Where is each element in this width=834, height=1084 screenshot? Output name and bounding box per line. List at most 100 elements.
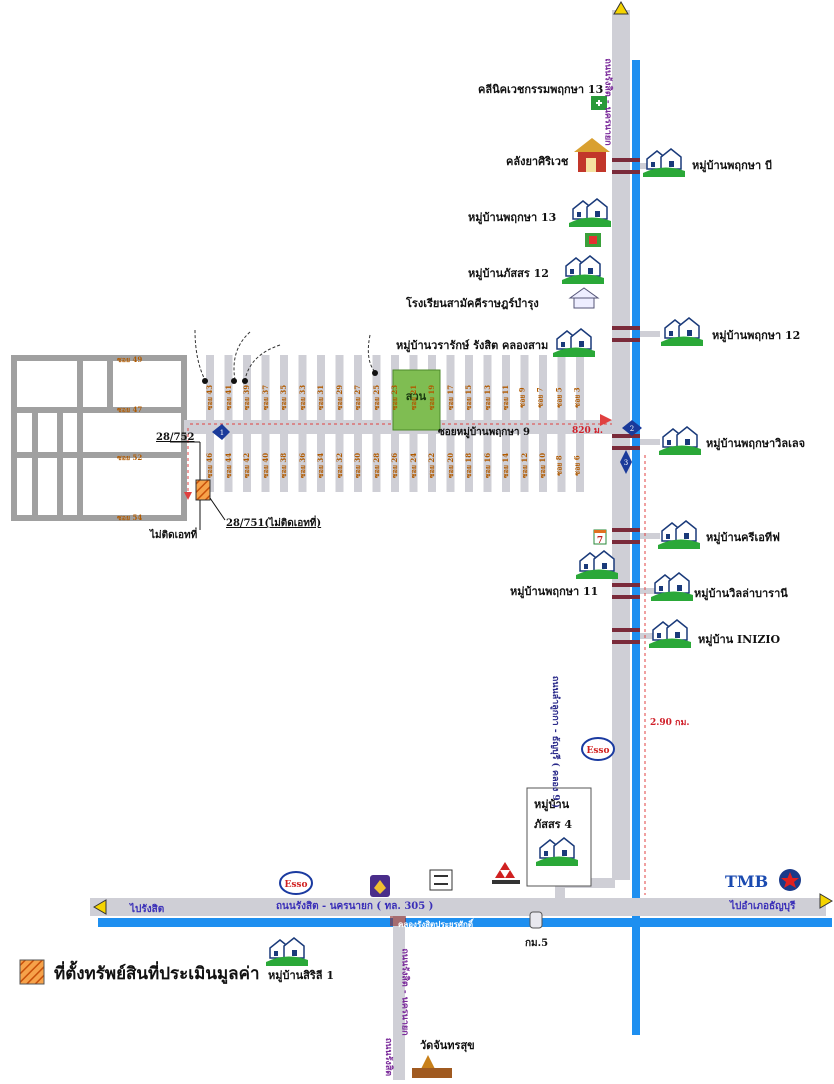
label-village-pruksa13: หมู่บ้านพฤกษา 13 (468, 211, 557, 224)
soi-top-label: ซอย 15 (464, 384, 474, 411)
park (392, 369, 441, 431)
svg-text:Esso: Esso (285, 880, 308, 890)
label-village-warak: หมู่บ้านวรารักษ์ รังสิต คลองสาม (396, 339, 549, 352)
svg-text:7: 7 (597, 536, 603, 546)
seven-eleven-icon: 7 (593, 529, 607, 546)
esso-logo-upper: Esso (581, 737, 615, 761)
direction-left: ไปรังสิต (130, 904, 165, 915)
soi-bottom-label: ซอย 16 (482, 452, 492, 479)
vertical-road-label-upper: ถนนรังสิต - นครนายก (602, 58, 613, 146)
esso-logo-main-road: Esso (279, 871, 313, 895)
soi-bottom-label: ซอย 30 (353, 452, 363, 479)
soi-top-label: ซอย 3 (572, 387, 582, 408)
marker-1: 1 (212, 424, 230, 440)
label-plot-b: 28/751(ไม่ติดเอทที่) (226, 518, 322, 529)
canal-label: คลองรังสิตประยูรศักดิ์ (398, 919, 474, 929)
main-canal (98, 918, 832, 927)
label-village-phatsorn12: หมู่บ้านภัสสร 12 (468, 267, 549, 280)
phatsorn4-box (526, 787, 592, 887)
temple-icon (412, 1055, 452, 1078)
label-plot-a: 28/752 (156, 432, 195, 443)
soi-bottom-label: ซอย 14 (501, 452, 511, 479)
km5-marker (529, 911, 543, 929)
svg-text:สวน: สวน (406, 390, 427, 403)
soi-top-label: ซอย 23 (390, 384, 400, 411)
soi-top-label: ซอย 27 (353, 384, 363, 411)
soi-top-label: ซอย 9 (517, 387, 527, 408)
kbank-icon (429, 869, 453, 891)
soi-top-label: ซอย 33 (297, 384, 307, 411)
label-village-crealife: หมู่บ้านครีเอทีฟ (706, 531, 780, 544)
label-km5: กม.5 (525, 938, 549, 949)
label-no-attach: ไม่ติดเอทที่ (150, 530, 198, 541)
soi-bottom-label: ซอย 22 (427, 452, 437, 479)
soi-bottom-label: ซอย 46 (205, 452, 215, 479)
left-block-grid (11, 355, 187, 521)
lower-road-label-2: ถนนรังสิต (383, 1037, 394, 1077)
soi-bottom-label: ซอย 40 (260, 452, 270, 479)
label-village-pruksa-b: หมู่บ้านพฤกษา บี (692, 159, 772, 172)
svg-text:2: 2 (630, 425, 634, 433)
soi-bottom-label: ซอย 28 (371, 452, 381, 479)
pharmacy-icon (574, 138, 610, 172)
tmb-logo: TMB (725, 872, 768, 891)
label-village-pruksa12: หมู่บ้านพฤกษา 12 (712, 329, 801, 342)
school-icon (568, 287, 600, 309)
marker-2: 2 (622, 420, 642, 436)
soi-top-label: ซอย 39 (242, 384, 252, 411)
soi-top-label: ซอย 31 (316, 384, 326, 411)
label-school: โรงเรียนสามัคคีราษฎร์บำรุง (406, 297, 539, 310)
label-village-inizio: หมู่บ้าน INIZIO (698, 633, 781, 646)
main-road (90, 898, 826, 916)
scb-bank-icon (370, 875, 390, 897)
soi-bottom-label: ซอย 34 (316, 452, 326, 479)
vertical-road-label: ถนนลำลูกกา - ธัญบุรี ( คลอง 9 ) (550, 675, 561, 809)
svg-text:3: 3 (624, 459, 628, 467)
soi-top-label: ซอย 11 (501, 384, 511, 411)
label-village-villa: หมู่บ้านวิลล่าบารานี (694, 587, 788, 600)
property-location-marker (195, 479, 211, 501)
soi-bottom-label: ซอย 32 (334, 452, 344, 479)
soi-top-label: ซอย 41 (223, 384, 233, 411)
soi-top-label: ซอย 35 (279, 384, 289, 411)
soi-top-label: ซอย 21 (408, 384, 418, 411)
label-village-pruksa11: หมู่บ้านพฤกษา 11 (510, 585, 599, 598)
soi-bottom-label: ซอย 18 (464, 452, 474, 479)
legend-label: ที่ตั้งทรัพย์สินที่ประเมินมูลค่า (54, 964, 260, 984)
soi-top-label: ซอย 5 (554, 387, 564, 408)
soi-left-1: ซอย 47 (117, 405, 143, 414)
label-village-sirisi: หมู่บ้านสิริลี 1 (268, 969, 335, 982)
label-village-pruksaville: หมู่บ้านพฤกษาวิลเลจ (706, 437, 806, 450)
soi-bottom-label: ซอย 6 (572, 455, 582, 476)
lower-road (393, 905, 405, 1080)
label-phatsorn4-line1: หมู่บ้าน (534, 798, 570, 811)
distance-820m: 820 ม. (572, 426, 603, 436)
vertical-canal (632, 60, 640, 1035)
svg-text:Esso: Esso (587, 746, 610, 756)
soi-left-0: ซอย 49 (117, 355, 143, 364)
soi-bottom-label: ซอย 44 (223, 452, 233, 479)
distance-290km: 2.90 กม. (650, 718, 690, 728)
soi-left-2: ซอย 52 (117, 453, 143, 462)
soi-top-label: ซอย 17 (445, 384, 455, 411)
soi-top-label: ซอย 13 (482, 384, 492, 411)
label-temple: วัดจันทรสุข (420, 1039, 475, 1052)
soi-top-label: ซอย 37 (260, 384, 270, 411)
soi-bottom-label: ซอย 42 (242, 452, 252, 479)
svg-text:TMB: TMB (725, 872, 768, 891)
soi-branches (206, 355, 584, 492)
label-phatsorn4-line2: ภัสสร 4 (534, 818, 573, 831)
soi-bottom-label: ซอย 8 (554, 455, 564, 476)
soi-bottom-label: ซอย 12 (519, 452, 529, 479)
soi-bottom-label: ซอย 20 (445, 452, 455, 479)
soi-bottom-label: ซอย 24 (408, 452, 418, 479)
svg-text:1: 1 (220, 429, 224, 437)
soi-bottom-label: ซอย 38 (279, 452, 289, 479)
main-road-label: ถนนรังสิต - นครนายก ( ทล. 305 ) (276, 901, 434, 912)
label-clinic: คลีนิคเวชกรรมพฤกษา 13 (478, 83, 604, 96)
legend-swatch (19, 959, 45, 985)
lower-road-label: ถนนรังสิต - นครนายก (399, 948, 410, 1036)
label-soi-main: ซอยหมู่บ้านพฤกษา 9 (438, 427, 530, 438)
